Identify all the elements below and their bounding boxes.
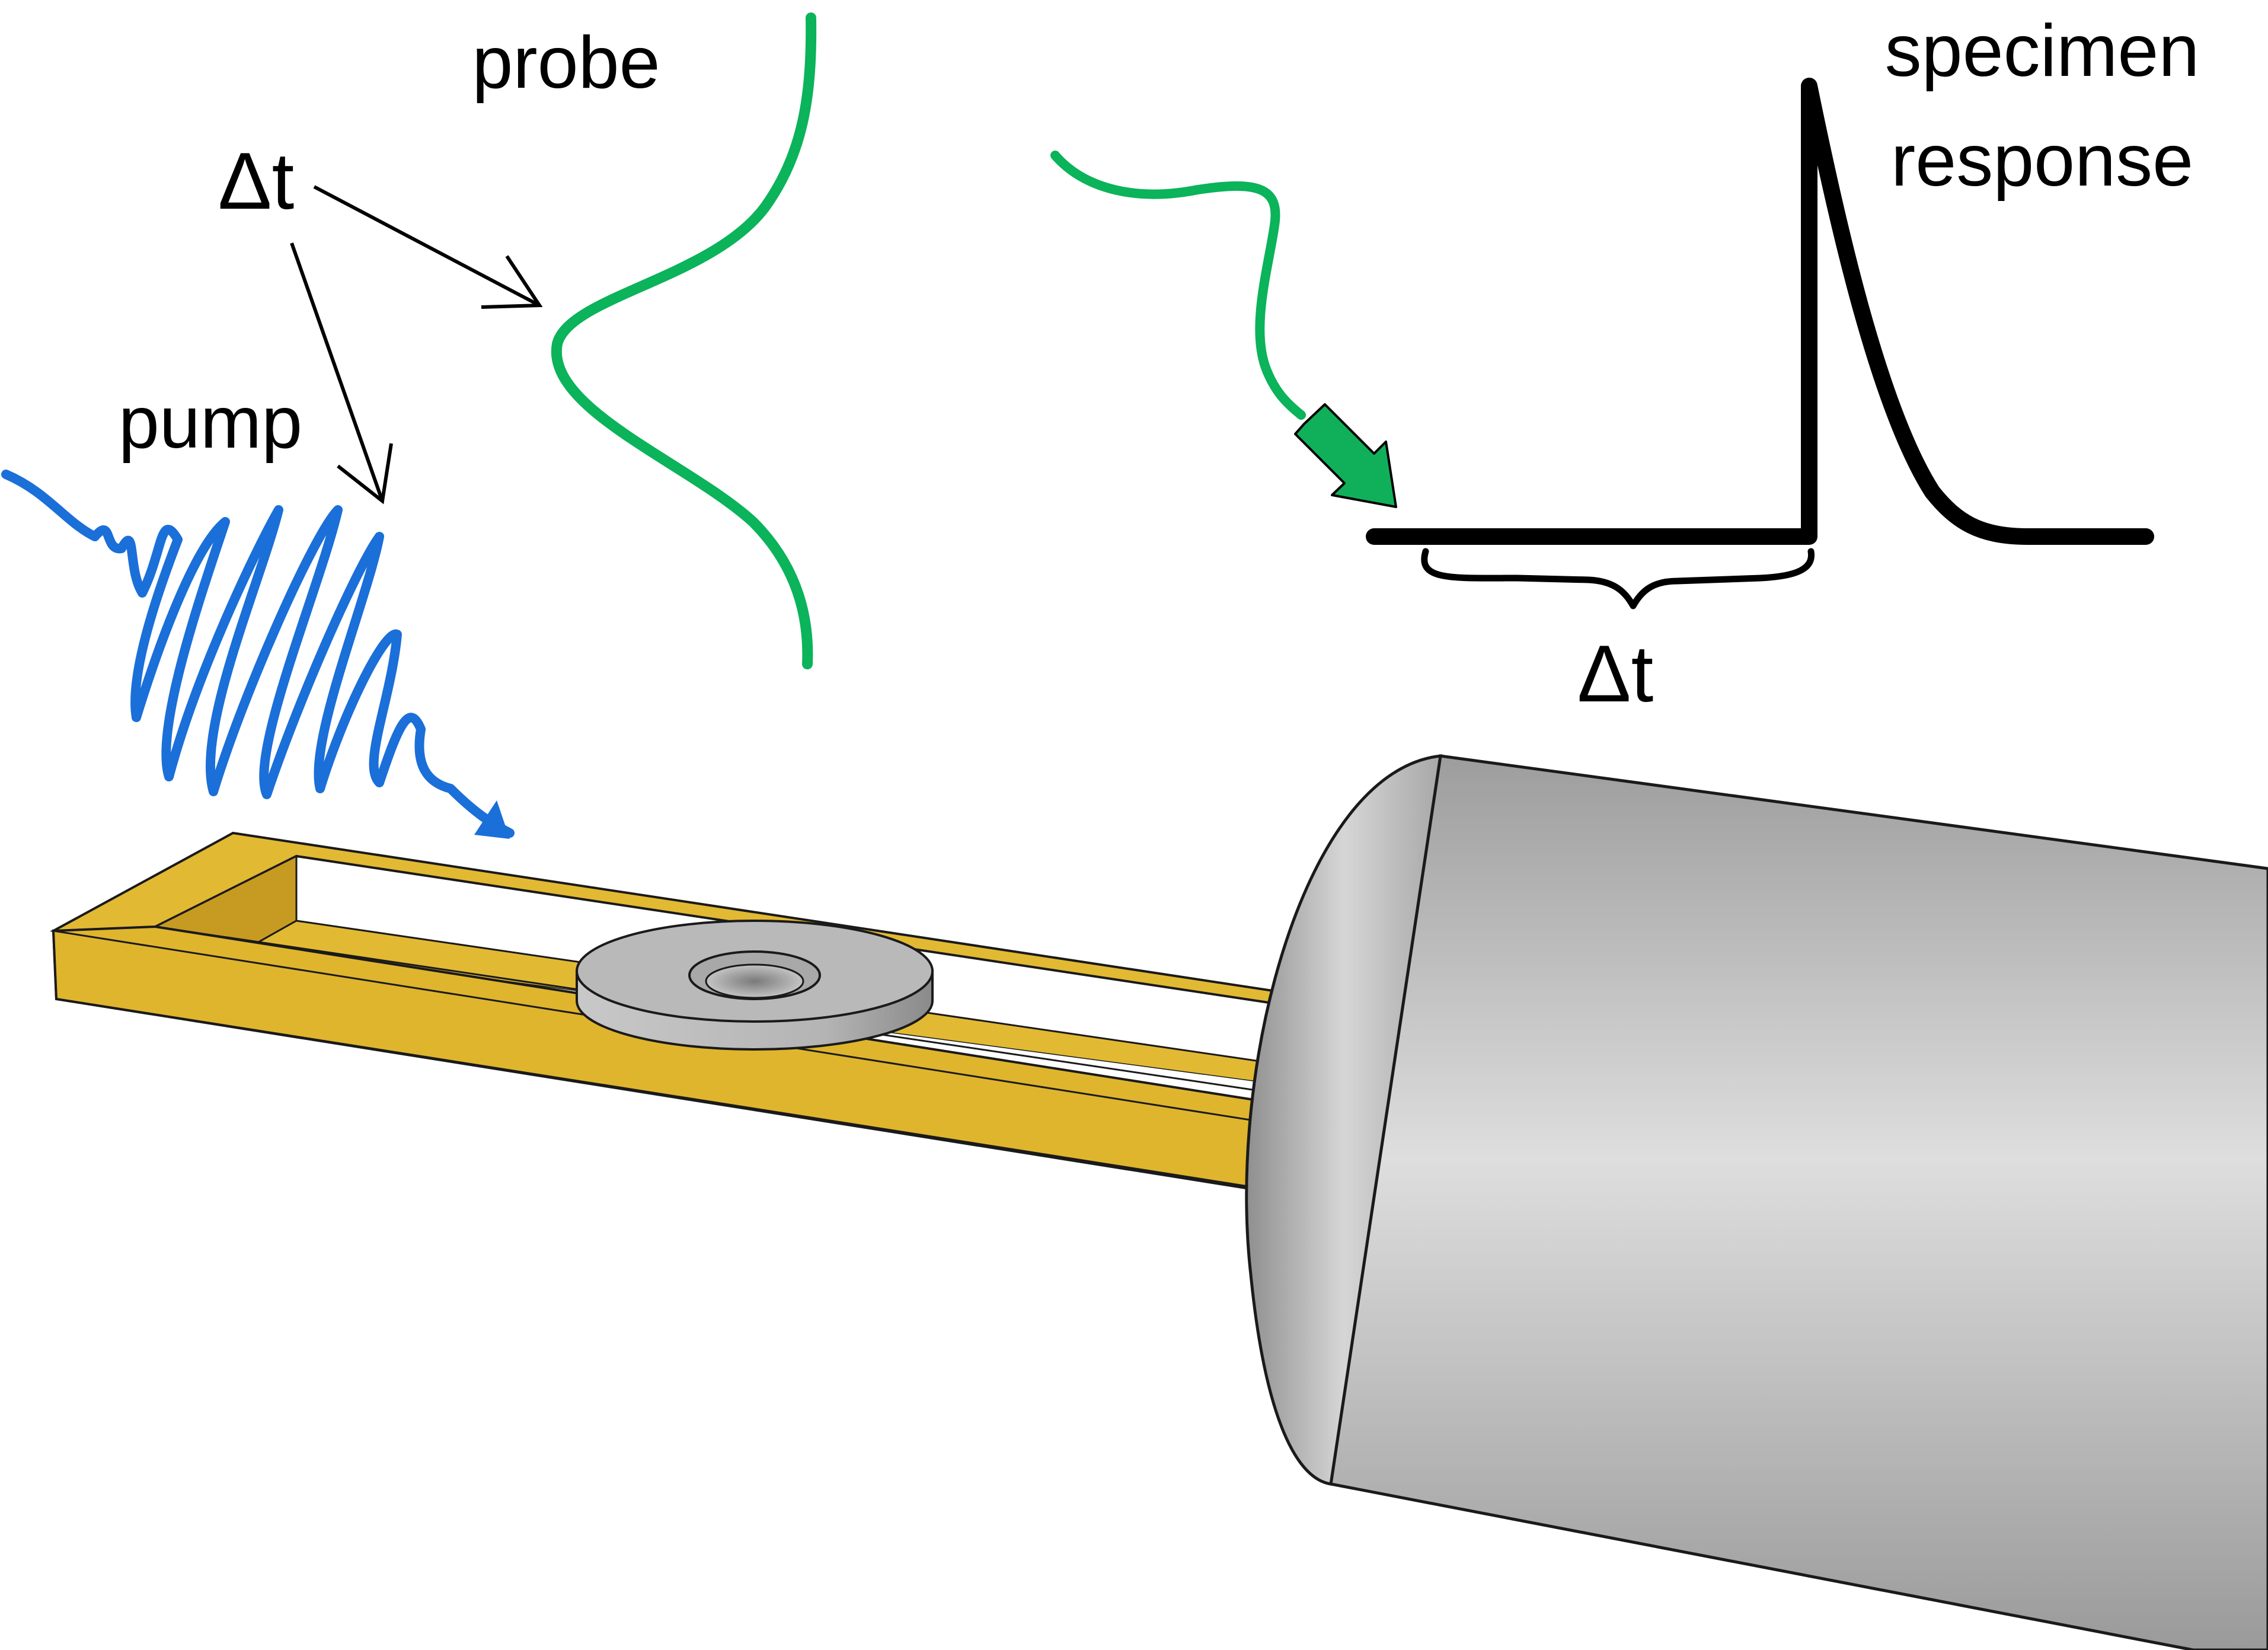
specimen-response-label-line2: response bbox=[1891, 120, 2193, 202]
pump-wave bbox=[1, 470, 515, 838]
probe-wave bbox=[551, 12, 817, 669]
arrow-to-probe-head bbox=[481, 255, 543, 309]
pump-pulse bbox=[1, 470, 515, 839]
arrow-to-probe bbox=[313, 185, 541, 307]
delta-t-arrows bbox=[290, 185, 543, 505]
delta-t-label-bottom: Δt bbox=[1577, 628, 1654, 719]
response-trace bbox=[1366, 78, 2154, 545]
specimen-response-graph bbox=[1050, 78, 2154, 609]
specimen-disk bbox=[576, 920, 934, 1051]
pump-label: pump bbox=[119, 382, 302, 464]
rod-end-face bbox=[1245, 754, 1442, 1486]
holder-rod bbox=[1245, 754, 2268, 1650]
rod-body bbox=[1329, 754, 2268, 1650]
arrow-to-pump bbox=[290, 242, 384, 502]
incoming-probe-arrow bbox=[1294, 403, 1397, 508]
disk-hole bbox=[705, 963, 804, 999]
incoming-probe-wave bbox=[1050, 151, 1306, 420]
pump-arrowhead bbox=[474, 800, 510, 839]
probe-label: probe bbox=[472, 22, 660, 104]
delta-t-label-top: Δt bbox=[218, 136, 295, 226]
specimen-response-label-line1: specimen bbox=[1885, 10, 2200, 92]
arrow-to-pump-head bbox=[337, 443, 393, 505]
probe-pulse bbox=[551, 12, 817, 669]
delta-t-brace bbox=[1421, 548, 1815, 609]
